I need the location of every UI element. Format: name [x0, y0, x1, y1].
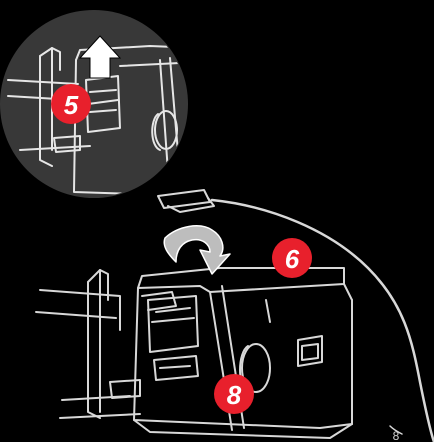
callout-step-6-label: 6	[285, 244, 300, 274]
callout-step-8: 8	[214, 374, 254, 414]
detail-inset	[0, 10, 200, 200]
callout-step-5: 5	[51, 84, 91, 124]
curved-arrow-icon	[164, 226, 230, 274]
callout-step-6: 6	[272, 238, 312, 278]
main-unit-illustration	[36, 268, 352, 438]
callout-step-5-label: 5	[64, 90, 79, 120]
callout-step-8-label: 8	[227, 380, 242, 410]
corner-mark: 8	[393, 429, 400, 442]
